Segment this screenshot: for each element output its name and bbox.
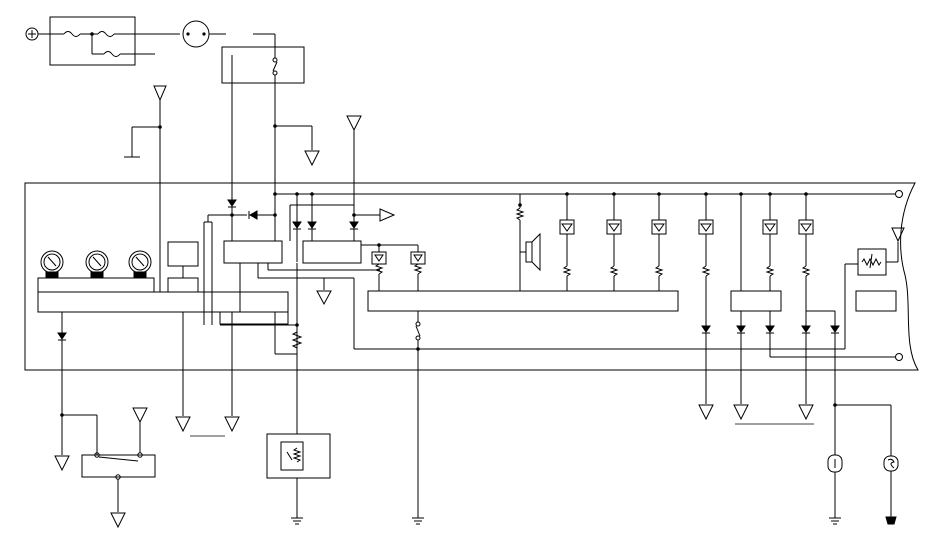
- indicator-bus: [367, 290, 679, 312]
- diode-icon: [801, 325, 811, 334]
- led-indicator-icon: [606, 192, 622, 291]
- led-indicator-icon: [410, 251, 426, 275]
- sensor-strip: [855, 290, 897, 312]
- logic-lower-block: [219, 311, 289, 325]
- switch-module-inner: [280, 441, 304, 471]
- diode-icon: [227, 199, 237, 208]
- connector-triangle-icon: [798, 404, 814, 421]
- switch-box: [81, 454, 156, 478]
- connector-triangle-icon: [110, 512, 126, 529]
- gauge-icon: [40, 250, 64, 279]
- ground-icon: [885, 516, 897, 525]
- led-indicator-icon: [762, 194, 778, 291]
- resistor-icon: [515, 207, 525, 221]
- logic-block-a: [223, 240, 283, 264]
- connector-triangle-icon: [346, 115, 362, 132]
- diode-icon: [349, 221, 359, 230]
- diode-icon: [248, 210, 258, 220]
- resistor-icon: [291, 331, 303, 349]
- switch-module-outer: [266, 433, 331, 479]
- connector-triangle-icon: [316, 290, 332, 306]
- sensor-icon: [883, 455, 899, 472]
- fuse-icon: [50, 31, 155, 37]
- relay-switch-icon: [272, 47, 278, 83]
- buzzer-icon: [379, 208, 396, 222]
- diode-icon: [57, 332, 67, 341]
- sensor-icon: [827, 454, 843, 473]
- relay-switch-icon: [415, 321, 421, 341]
- connector-triangle-icon: [304, 150, 320, 167]
- gauge-driver-strip: [37, 277, 155, 293]
- resistor-icon: [861, 253, 882, 269]
- lamp-icon: [182, 20, 210, 48]
- antenna-icon: [891, 227, 905, 243]
- small-control-box: [167, 241, 199, 267]
- connector-triangle-icon: [733, 404, 749, 421]
- connector-triangle-icon: [224, 416, 240, 433]
- connector-triangle-icon: [153, 85, 167, 102]
- ground-icon: [829, 517, 841, 525]
- small-control-strip: [167, 277, 199, 293]
- logic-block-b: [302, 240, 362, 264]
- fuse-icon: [91, 34, 155, 57]
- ground-icon: [291, 517, 303, 525]
- right-control-block: [730, 290, 782, 312]
- connector-triangle-icon: [54, 455, 70, 472]
- battery-terminal: [25, 27, 39, 41]
- diode-icon: [830, 325, 840, 334]
- diode-icon: [307, 221, 317, 230]
- relay-box: [221, 46, 305, 84]
- diode-icon: [765, 325, 775, 334]
- led-indicator-icon: [371, 251, 387, 275]
- connector-triangle-icon: [175, 416, 191, 433]
- gauge-icon: [85, 250, 109, 279]
- sensor-icon: [286, 447, 302, 463]
- led-indicator-icon: [651, 192, 667, 291]
- ground-icon: [412, 517, 424, 525]
- gauge-bus-strip: [37, 291, 289, 313]
- led-indicator-icon: [559, 192, 575, 291]
- speaker-icon: [520, 232, 541, 272]
- module-outline: [24, 182, 919, 371]
- gauge-icon: [128, 250, 152, 279]
- diode-icon: [292, 221, 302, 230]
- diode-icon: [701, 325, 711, 334]
- diode-icon: [736, 325, 746, 334]
- connector-triangle-icon: [132, 407, 148, 424]
- led-indicator-icon: [698, 194, 714, 326]
- connector-triangle-icon: [698, 404, 714, 421]
- led-indicator-icon: [798, 194, 814, 326]
